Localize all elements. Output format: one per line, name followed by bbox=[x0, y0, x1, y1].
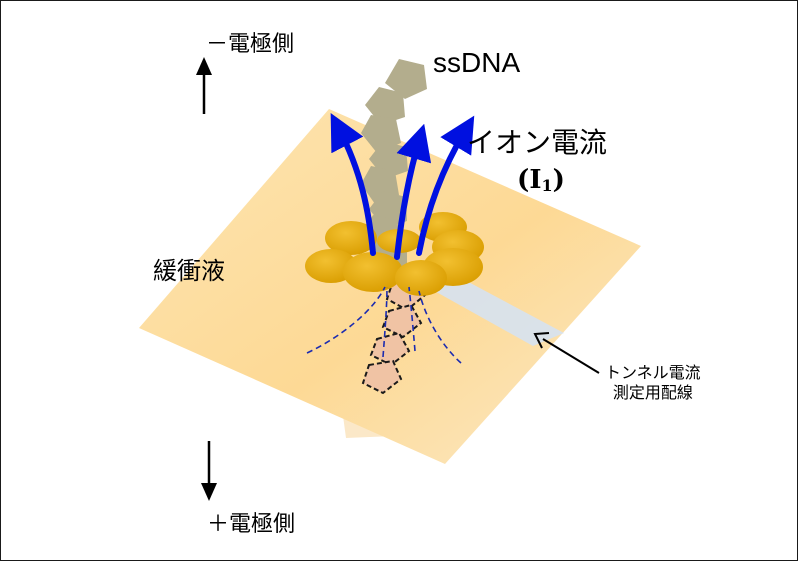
wire-pointer-arrow bbox=[533, 332, 600, 374]
tunnel-label-line1: トンネル電流 bbox=[605, 363, 701, 382]
ion-current-label: イオン電流 bbox=[467, 126, 608, 159]
ssdna-label: ssDNA bbox=[433, 47, 521, 78]
positive-electrode-label: ＋電極側 bbox=[207, 512, 296, 537]
ion-symbol-subscript: 1 bbox=[541, 176, 553, 195]
negative-electrode-label: －電極側 bbox=[206, 32, 295, 57]
ion-symbol-open: ( bbox=[517, 165, 530, 195]
tunnel-current-wire-label: トンネル電流 測定用配線 bbox=[605, 363, 701, 403]
protein-pore bbox=[305, 212, 484, 296]
tunnel-label-line2: 測定用配線 bbox=[612, 383, 693, 402]
tunnel-wire bbox=[431, 278, 564, 346]
ion-symbol-close: ) bbox=[552, 165, 565, 195]
ion-symbol-main: I bbox=[529, 165, 542, 195]
buffer-solution-label: 緩衝液 bbox=[153, 257, 225, 285]
up-arrow bbox=[196, 57, 212, 114]
ion-current-arrows bbox=[330, 113, 475, 260]
ion-current-symbol: (I1) bbox=[517, 167, 565, 194]
down-arrow bbox=[201, 441, 217, 501]
field-lines bbox=[306, 286, 462, 364]
